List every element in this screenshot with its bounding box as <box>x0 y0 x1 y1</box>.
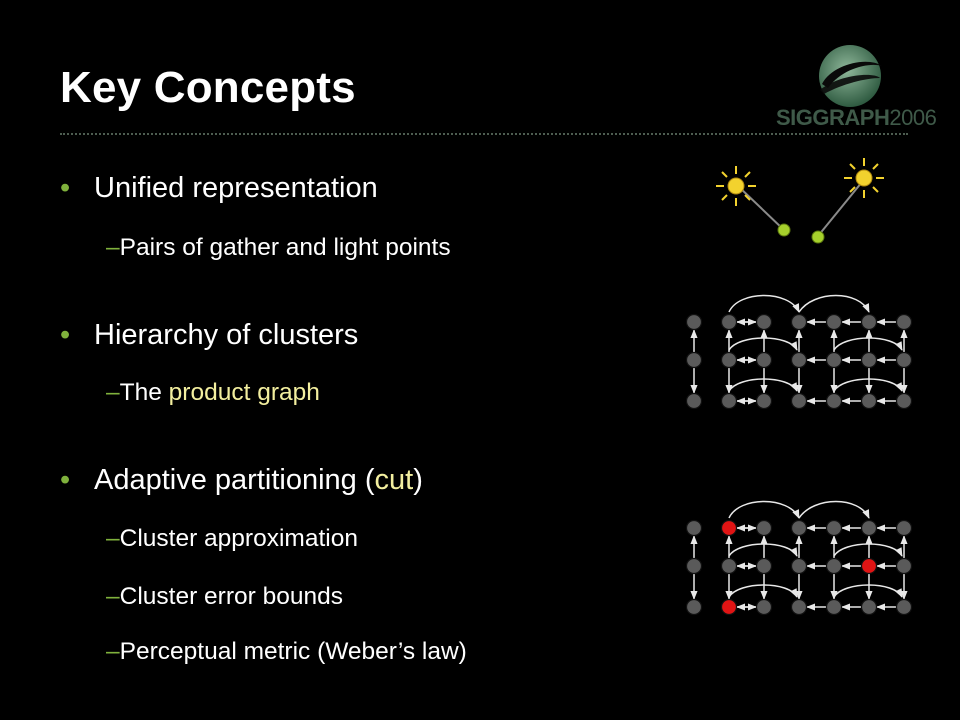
dash-marker: – <box>106 638 120 665</box>
graph-node <box>685 313 703 331</box>
sub-bullet-text: Cluster error bounds <box>119 583 343 610</box>
graph-edge <box>833 584 903 598</box>
graph-node <box>860 392 878 410</box>
product-graph-highlight: product graph <box>168 379 320 406</box>
graph-node <box>685 519 703 537</box>
cut-node <box>860 557 878 575</box>
graph-node <box>895 598 913 616</box>
sub-bullet-product-graph: –The product graph <box>106 379 320 406</box>
bullet-text: Hierarchy of clusters <box>94 319 359 351</box>
graph-edge <box>728 500 800 519</box>
graph-node <box>790 392 808 410</box>
sub-bullet-text: The <box>119 379 169 406</box>
cut-node <box>720 519 738 537</box>
graph-node <box>790 313 808 331</box>
graph-node <box>720 351 738 369</box>
graph-node <box>755 598 773 616</box>
sub-bullet-text: Cluster approximation <box>119 525 358 552</box>
graph-node <box>685 351 703 369</box>
graph-edge <box>728 543 798 557</box>
graph-node <box>825 313 843 331</box>
dash-marker: – <box>106 525 120 552</box>
graph-node <box>755 392 773 410</box>
bullet-adaptive-partitioning: • Adaptive partitioning (cut) <box>60 466 423 495</box>
sub-bullet-text: Perceptual metric (Weber’s law) <box>119 638 467 665</box>
graph-edge <box>728 584 798 598</box>
graph-edge <box>798 294 870 313</box>
graph-node <box>825 598 843 616</box>
product-graph-cut-figure <box>685 500 913 616</box>
graph-node <box>895 519 913 537</box>
bullet-marker: • <box>60 319 71 351</box>
dash-marker: – <box>106 583 120 610</box>
logo-brand: SIGGRAPH <box>776 105 890 130</box>
dash-marker: – <box>106 234 120 261</box>
graph-node <box>685 557 703 575</box>
bullet-unified-representation: • Unified representation <box>60 174 378 203</box>
graph-node <box>720 313 738 331</box>
graph-node <box>895 557 913 575</box>
title-divider <box>60 133 908 135</box>
graph-node <box>755 313 773 331</box>
graph-node <box>755 351 773 369</box>
bullet-marker: • <box>60 464 71 496</box>
graph-node <box>790 557 808 575</box>
bullet-hierarchy-of-clusters: • Hierarchy of clusters <box>60 321 358 350</box>
page-title: Key Concepts <box>60 63 356 112</box>
sub-bullet-perceptual-metric: –Perceptual metric (Weber’s law) <box>106 638 467 665</box>
product-graph-figure <box>685 294 913 410</box>
sub-bullet-text: Pairs of gather and light points <box>119 234 451 261</box>
graph-node <box>860 598 878 616</box>
graph-node <box>685 598 703 616</box>
graph-edge <box>833 543 903 557</box>
graph-node <box>895 351 913 369</box>
graph-edge <box>728 378 798 392</box>
graph-node <box>755 519 773 537</box>
graph-edge <box>798 500 870 519</box>
cut-node <box>720 598 738 616</box>
graph-node <box>860 519 878 537</box>
graph-node <box>790 351 808 369</box>
graph-node <box>860 351 878 369</box>
gather-point-icon <box>811 230 825 244</box>
graph-node <box>860 313 878 331</box>
cut-highlight: cut <box>374 464 414 496</box>
graph-node <box>685 392 703 410</box>
gather-light-pairs-figure <box>716 158 884 244</box>
siggraph-wordmark: SIGGRAPH2006 <box>776 105 937 130</box>
graph-node <box>895 313 913 331</box>
graph-node <box>720 557 738 575</box>
sun-icon <box>716 166 756 206</box>
graph-node <box>825 351 843 369</box>
graph-edge <box>833 378 903 392</box>
sub-bullet-cluster-error-bounds: –Cluster error bounds <box>106 583 343 610</box>
bullet-text: Unified representation <box>94 172 378 204</box>
graph-edge <box>728 294 800 313</box>
graph-node <box>790 519 808 537</box>
dash-marker: – <box>106 379 120 406</box>
graph-node <box>825 519 843 537</box>
graph-node <box>895 392 913 410</box>
sub-bullet-pairs: –Pairs of gather and light points <box>106 234 451 261</box>
graph-node <box>825 557 843 575</box>
gather-point-icon <box>777 223 791 237</box>
graph-node <box>825 392 843 410</box>
siggraph-logo-icon <box>819 45 882 107</box>
sub-bullet-cluster-approximation: –Cluster approximation <box>106 525 358 552</box>
bullet-text: Adaptive partitioning ( <box>94 464 375 496</box>
bullet-text-suffix: ) <box>413 464 423 496</box>
graph-node <box>755 557 773 575</box>
graph-edge <box>728 337 798 351</box>
bullet-marker: • <box>60 172 71 204</box>
graph-node <box>790 598 808 616</box>
graph-edge <box>833 337 903 351</box>
graph-node <box>720 392 738 410</box>
sun-icon <box>844 158 884 198</box>
logo-year: 2006 <box>889 105 937 130</box>
